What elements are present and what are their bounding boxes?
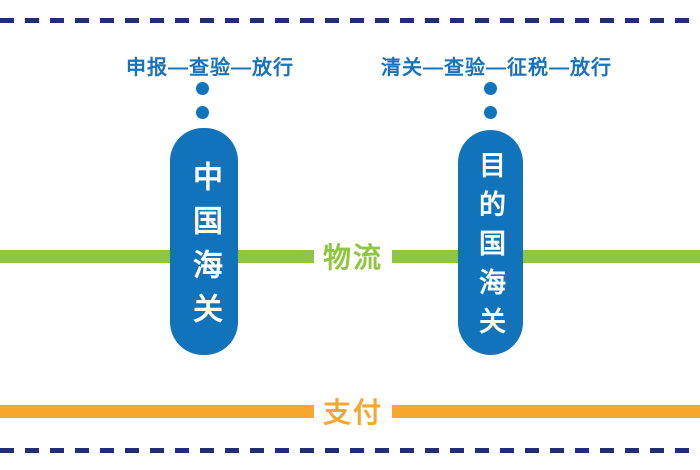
china-customs-process-label: 申报—查验—放行: [126, 57, 294, 79]
logistics-label: 物流: [314, 238, 392, 274]
left-connector-dot-2: [196, 106, 209, 119]
left-connector-dot-1: [196, 82, 209, 95]
right-connector-dot-1: [484, 82, 497, 95]
top-dashed-border-line: [0, 18, 700, 23]
right-connector-dot-2: [484, 106, 497, 119]
china-customs-pill-label: 中国海关: [188, 160, 221, 337]
destination-customs-pill: 目的国海关: [458, 130, 523, 355]
destination-customs-process-label: 清关—查验—征税—放行: [381, 57, 612, 79]
bottom-dashed-border-line: [0, 448, 700, 453]
payment-label: 支付: [314, 393, 392, 428]
destination-customs-pill-label: 目的国海关: [475, 151, 505, 346]
china-customs-pill: 中国海关: [170, 128, 238, 355]
